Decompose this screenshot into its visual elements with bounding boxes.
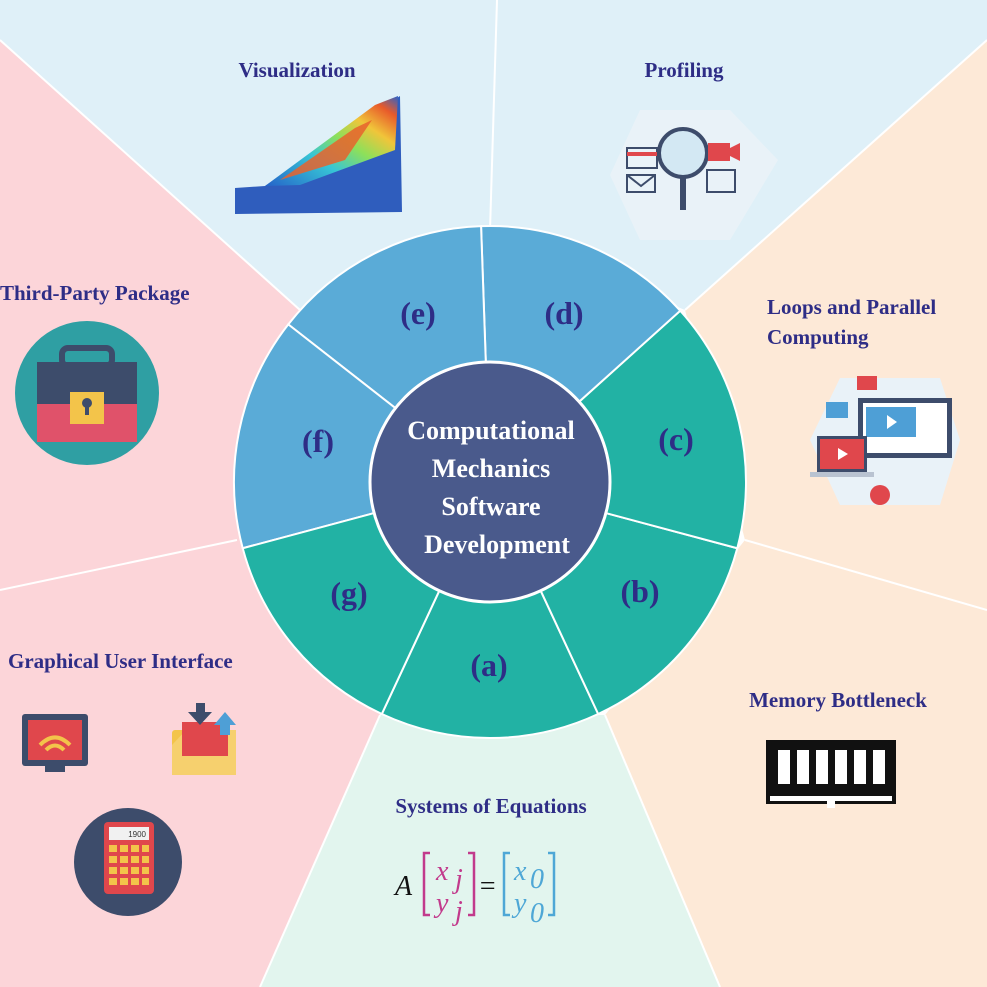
segment-label-g: (g): [330, 575, 367, 611]
divider-line: [744, 539, 987, 611]
segment-label-b: (b): [620, 573, 659, 609]
topic-loops-line2: Computing: [767, 325, 869, 349]
equation-y-j-sub: j: [452, 896, 463, 927]
divider-line: [604, 714, 721, 987]
calculator-display: 1900: [128, 830, 146, 839]
topic-gui: Graphical User Interface: [8, 649, 233, 673]
monitors-video-icon: [810, 376, 960, 505]
bg-sector-bottom: [260, 715, 720, 987]
slope-contour-icon: [235, 96, 402, 214]
equation-x-j: x: [435, 856, 449, 887]
folder-upload-icon: [172, 703, 236, 775]
equation-equals: =: [478, 871, 497, 902]
segment-label-c: (c): [658, 421, 694, 457]
topic-visualization: Visualization: [238, 58, 355, 82]
center-line-4: Development: [424, 530, 570, 559]
equation-x-j-sub: j: [452, 864, 463, 895]
divider-line: [0, 39, 301, 311]
magnifier-chart-icon: [610, 110, 778, 240]
divider-line: [259, 714, 381, 987]
ram-chip-icon: [766, 740, 896, 808]
matrix-equation: A x j y j = x 0 y 0: [393, 851, 556, 929]
toolbox-icon: [15, 321, 159, 465]
topic-systems: Systems of Equations: [395, 794, 586, 818]
center-line-3: Software: [441, 492, 540, 521]
center-line-2: Mechanics: [432, 454, 550, 483]
center-line-1: Computational: [407, 416, 575, 445]
calculator-icon: 1900: [74, 808, 182, 916]
divider-line: [0, 539, 238, 591]
ring-segments: [233, 225, 747, 739]
segment-label-e: (e): [400, 295, 436, 331]
equation-x-0-sub: 0: [530, 864, 544, 895]
equation-y-j: y: [433, 888, 449, 919]
topic-loops-line1: Loops and Parallel: [767, 295, 936, 319]
equation-y-0-sub: 0: [530, 898, 544, 929]
equation-y-0: y: [511, 888, 527, 919]
segment-label-f: (f): [302, 423, 334, 459]
bg-sector-top: [0, 0, 987, 310]
divider-line: [489, 0, 498, 231]
divider-line: [684, 39, 987, 311]
topic-profiling: Profiling: [645, 58, 724, 82]
segment-label-a: (a): [470, 647, 507, 683]
topic-memory: Memory Bottleneck: [749, 688, 927, 712]
equation-x-0: x: [513, 856, 527, 887]
wifi-monitor-icon: [22, 714, 88, 772]
segment-label-d: (d): [544, 295, 583, 331]
center-circle: [368, 360, 612, 604]
topic-third-party: Third-Party Package: [0, 281, 190, 305]
equation-A: A: [393, 871, 413, 902]
